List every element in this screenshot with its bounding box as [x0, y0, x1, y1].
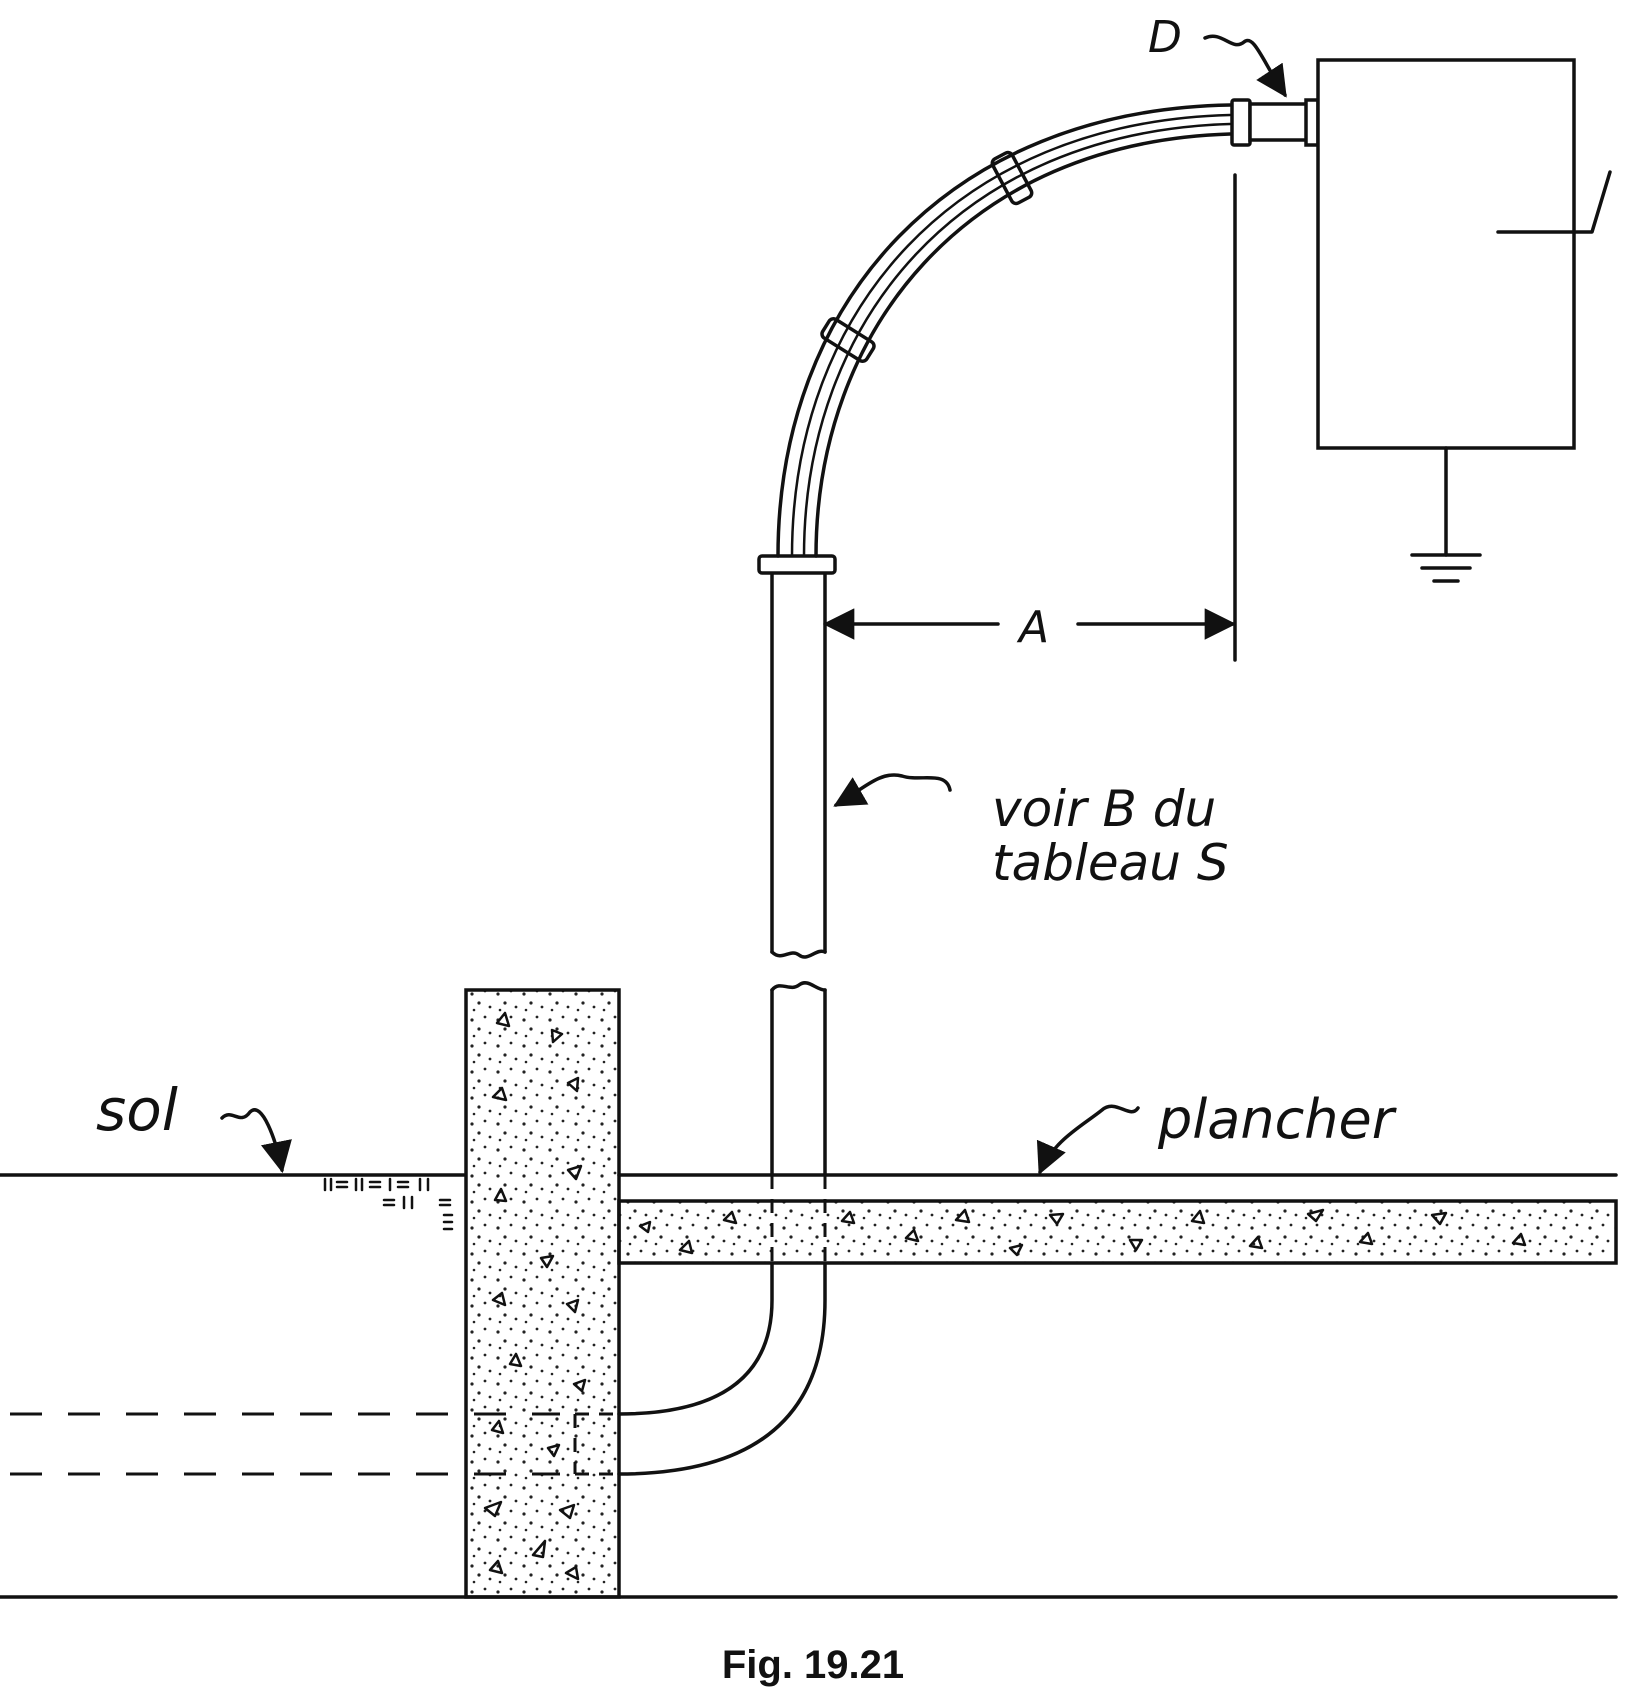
slab-aggregate	[638, 1208, 1527, 1257]
figure-caption: Fig. 19.21	[722, 1643, 904, 1687]
label-plancher: plancher	[1157, 1088, 1397, 1151]
note-line-1: voir B du	[992, 780, 1216, 838]
note-line-2: tableau S	[992, 834, 1229, 892]
label-d-leader	[1203, 34, 1287, 98]
label-a: A	[1016, 602, 1049, 653]
ground-symbol	[1410, 446, 1482, 583]
cable-bundle	[776, 103, 1232, 558]
label-d: D	[1148, 12, 1182, 63]
panel-handle	[1496, 170, 1612, 234]
wall-aggregate	[483, 1011, 587, 1581]
conduit-lower	[573, 981, 827, 1476]
cable-strap-lower	[820, 317, 876, 363]
electrical-panel	[1316, 58, 1576, 450]
conduit-upper	[757, 554, 837, 959]
cable-strap-upper	[990, 150, 1034, 206]
connector-d	[1230, 98, 1320, 147]
plancher-leader	[1036, 1104, 1140, 1175]
conduit-bushing	[757, 554, 837, 575]
ground-hatch	[323, 1177, 454, 1231]
conduit-elbow	[617, 1261, 774, 1416]
note-leader	[833, 773, 952, 807]
floor-slab	[617, 1199, 1618, 1265]
foundation-wall	[464, 988, 621, 1599]
label-sol: sol	[96, 1076, 178, 1144]
sol-leader	[220, 1108, 292, 1174]
